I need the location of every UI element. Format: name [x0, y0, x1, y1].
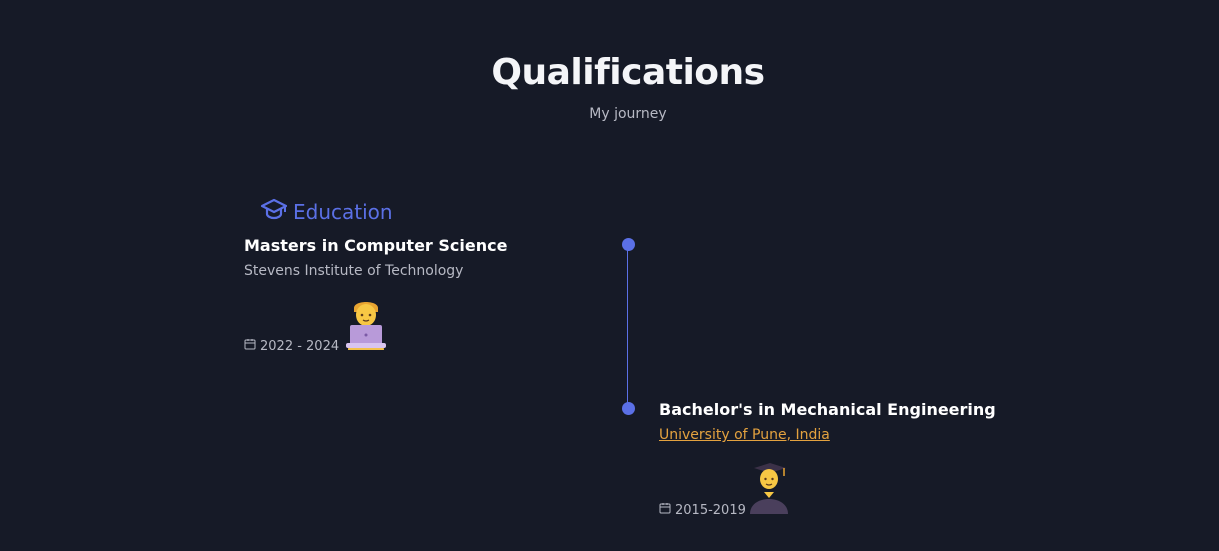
- calendar-icon: [244, 338, 260, 354]
- qualification-title: Bachelor's in Mechanical Engineering: [659, 400, 996, 419]
- calendar-icon: [659, 502, 675, 518]
- graduation-cap-icon: [260, 198, 293, 225]
- qualification-date: 2015-2019: [659, 502, 746, 518]
- qualification-title: Masters in Computer Science: [244, 236, 508, 255]
- graduate-emoji: [746, 462, 792, 518]
- qualification-institution: Stevens Institute of Technology: [244, 263, 464, 279]
- section-subtitle: My journey: [589, 106, 667, 122]
- tab-education-label: Education: [293, 199, 393, 224]
- qualification-date: 2022 - 2024: [244, 338, 339, 354]
- qualification-date-text: 2022 - 2024: [260, 338, 340, 354]
- section-title: Qualifications: [491, 52, 765, 93]
- timeline-dot: [622, 402, 635, 415]
- tab-education[interactable]: Education: [260, 198, 393, 225]
- timeline-dot: [622, 238, 635, 251]
- qualification-institution-link[interactable]: University of Pune, India: [659, 427, 830, 443]
- technologist-emoji: [342, 298, 390, 354]
- timeline-line: [627, 244, 628, 408]
- qualification-date-text: 2015-2019: [675, 502, 746, 518]
